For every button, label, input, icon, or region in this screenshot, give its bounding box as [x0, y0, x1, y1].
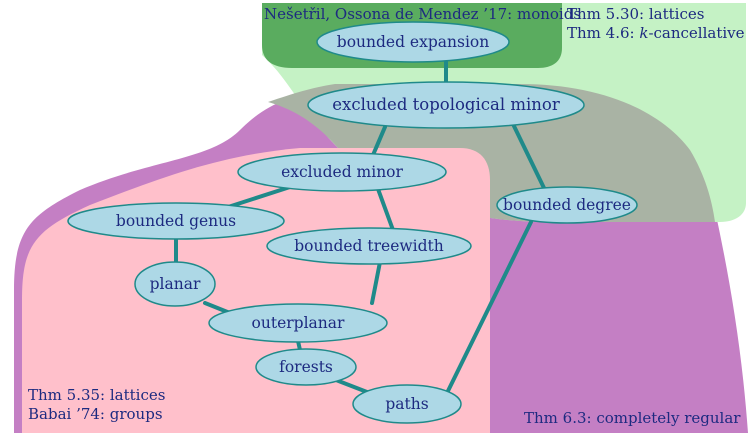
node-label: paths: [385, 395, 428, 413]
node-label: bounded treewidth: [294, 237, 444, 255]
label-monoids: Nešetřil, Ossona de Mendez ’17: monoids: [264, 5, 581, 23]
label-thm-6-3: Thm 6.3: completely regular: [524, 409, 741, 427]
node-excluded-minor: excluded minor: [237, 152, 447, 192]
label-thm-5-30: Thm 5.30: lattices: [567, 5, 704, 23]
node-forests: forests: [255, 348, 357, 386]
node-excluded-topological-minor: excluded topological minor: [307, 81, 585, 129]
node-outerplanar: outerplanar: [208, 303, 388, 343]
edge-minor-genus: [223, 185, 292, 210]
node-label: forests: [279, 358, 333, 376]
edge-topminor-degree: [511, 122, 546, 190]
node-label: excluded minor: [281, 163, 403, 181]
node-bounded-expansion: bounded expansion: [316, 21, 510, 63]
edge-forests-paths: [334, 378, 369, 394]
edge-treewidth-outerplanar: [370, 260, 382, 305]
node-label: bounded degree: [503, 196, 631, 214]
label-babai: Babai ’74: groups: [28, 405, 163, 423]
node-paths: paths: [352, 384, 462, 424]
node-planar: planar: [134, 261, 216, 307]
edge-minor-treewidth: [376, 187, 395, 232]
node-bounded-degree: bounded degree: [496, 186, 638, 224]
node-bounded-treewidth: bounded treewidth: [266, 227, 472, 265]
node-bounded-genus: bounded genus: [67, 202, 285, 240]
edge-topminor-minor: [371, 125, 387, 157]
edge-degree-paths: [445, 220, 533, 395]
label-thm-5-35: Thm 5.35: lattices: [28, 386, 165, 404]
label-thm-4-6: Thm 4.6: k-cancellative: [567, 24, 745, 42]
node-label: outerplanar: [252, 314, 345, 332]
node-label: excluded topological minor: [332, 95, 560, 114]
node-label: bounded expansion: [337, 33, 489, 51]
node-label: bounded genus: [116, 212, 236, 230]
node-label: planar: [150, 275, 201, 293]
